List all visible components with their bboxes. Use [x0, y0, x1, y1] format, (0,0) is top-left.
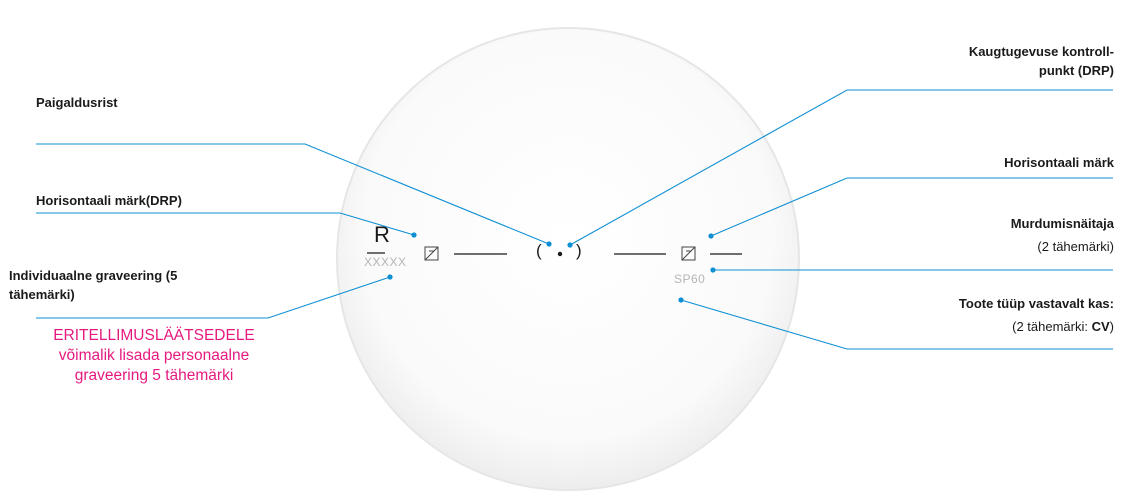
label-individuaalne-line2: tähemärki): [9, 287, 75, 302]
label-kaugtugevuse-line1: Kaugtugevuse kontroll-: [968, 44, 1114, 59]
leader-kaugtugevuse: [569, 89, 1113, 246]
label-toote-sub: (2 tähemärki: CV): [959, 317, 1114, 336]
leader-lines: [36, 89, 1113, 350]
toote-sub-prefix: (2 tähemärki:: [1012, 319, 1092, 334]
promo-line3: graveering 5 tähemärki: [74, 367, 234, 384]
promo-line2: võimalik lisada personaalne: [58, 347, 250, 364]
label-horisontaali-drp: Horisontaali märk(DRP): [36, 193, 182, 208]
label-kaugtugevuse: Kaugtugevuse kontroll- punkt (DRP): [969, 42, 1114, 80]
engraving-right: SP60: [674, 272, 706, 286]
leader-paigaldusrist: [36, 143, 550, 245]
lens-disc: [336, 27, 800, 491]
horizontal-mark-icon: [681, 246, 696, 261]
toote-sub-bold: CV: [1091, 319, 1110, 334]
promo-line1: ERITELLIMUSLÄÄTSEDELE: [53, 327, 255, 344]
label-murdumis-title: Murdumisnäitaja: [1010, 216, 1114, 231]
engraving-left: XXXXX: [364, 255, 407, 269]
leader-dots: [387, 232, 716, 303]
horizontal-mark-icon: [424, 246, 439, 261]
center-dot-icon: [557, 251, 563, 257]
paren-close: ): [576, 241, 582, 260]
label-paigaldusrist: Paigaldusrist: [36, 95, 118, 110]
paren-open: (: [536, 241, 542, 260]
label-toote: Toote tüüp vastavalt kas: (2 tähemärki: …: [959, 294, 1114, 336]
leader-horisontaali-right: [710, 177, 1113, 237]
label-kaugtugevuse-line2: punkt (DRP): [1038, 63, 1114, 78]
label-murdumis: Murdumisnäitaja (2 tähemärki): [1011, 214, 1114, 256]
lens-side-letter: R: [374, 222, 390, 247]
label-murdumis-sub: (2 tähemärki): [1037, 239, 1114, 254]
toote-sub-suffix: ): [1109, 319, 1114, 334]
promo-text: ERITELLIMUSLÄÄTSEDELE võimalik lisada pe…: [0, 326, 308, 386]
leader-horisontaali-drp: [36, 212, 415, 236]
label-individuaalne: Individuaalne graveering (5 tähemärki): [9, 266, 177, 304]
leader-toote: [680, 299, 1113, 350]
label-toote-title: Toote tüüp vastavalt kas:: [958, 296, 1114, 311]
label-horisontaali-right: Horisontaali märk: [1004, 155, 1114, 170]
label-individuaalne-line1: Individuaalne graveering (5: [9, 268, 178, 283]
leader-individuaalne: [36, 276, 391, 319]
